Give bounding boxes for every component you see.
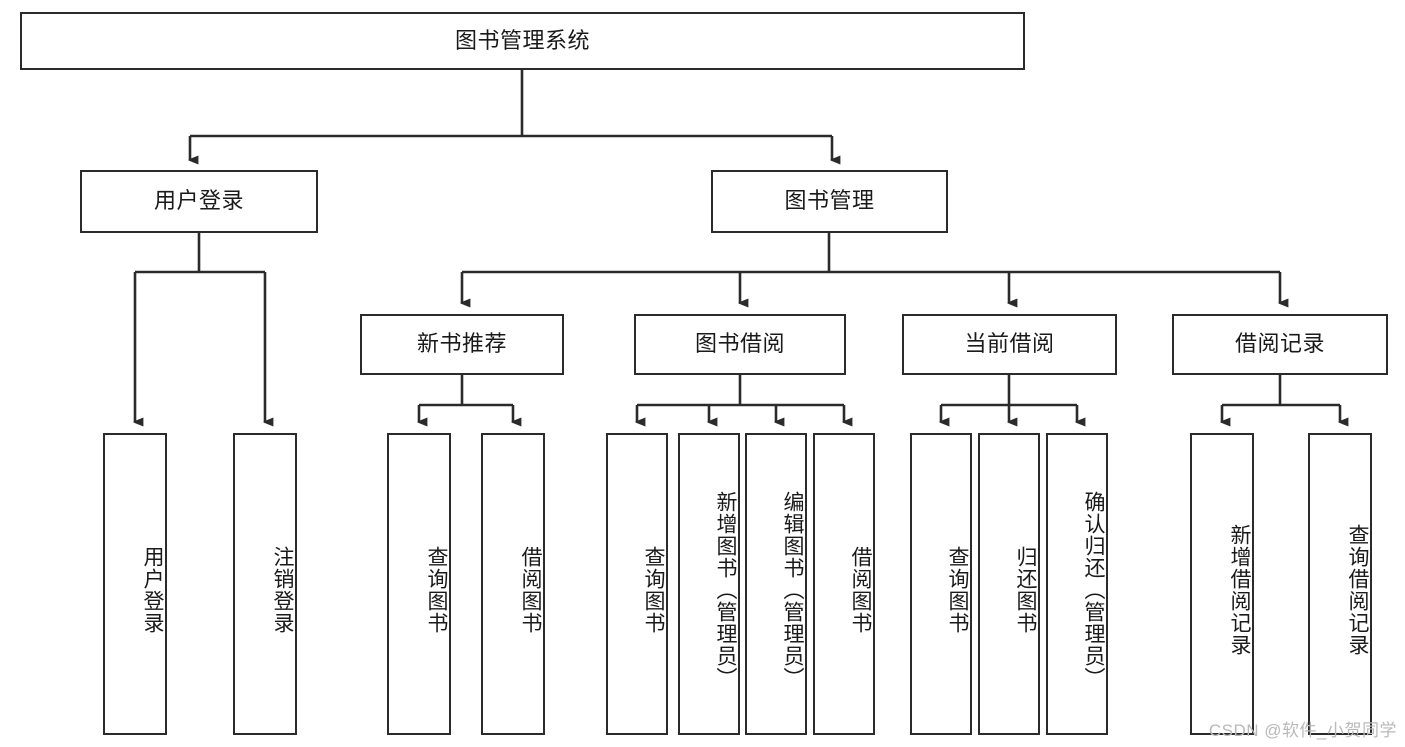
leaf-query-book-recommend[interactable]: 查询图书 [387,433,451,735]
leaf-user-login[interactable]: 用户登录 [103,433,167,735]
leaf-add-book-admin[interactable]: 新增图书（管理员） [678,433,740,735]
leaf-borrow-book[interactable]: 借阅图书 [813,433,875,735]
node-label: 图书借阅 [694,331,785,357]
node-label: 图书管理系统 [454,27,590,53]
node-label: 借阅记录 [1234,331,1325,357]
leaf-return-book[interactable]: 归还图书 [978,433,1040,735]
leaf-add-borrow-record[interactable]: 新增借阅记录 [1190,433,1254,735]
node-label: 借阅图书 [519,546,542,634]
node-label: 新增图书（管理员） [714,491,737,689]
leaf-query-book-current[interactable]: 查询图书 [910,433,972,735]
node-label: 注销登录 [271,546,294,634]
leaf-edit-book-admin[interactable]: 编辑图书（管理员） [745,433,807,735]
leaf-query-borrow-record[interactable]: 查询借阅记录 [1308,433,1372,735]
node-label: 用户登录 [153,188,244,214]
watermark: CSDN @软件_小贺同学 [1208,721,1397,740]
node-label: 查询借阅记录 [1346,524,1369,656]
leaf-confirm-return-admin[interactable]: 确认归还（管理员） [1046,433,1108,735]
node-new-book-recommend[interactable]: 新书推荐 [360,314,564,375]
leaf-logout-login[interactable]: 注销登录 [233,433,297,735]
node-root-book-management-system[interactable]: 图书管理系统 [20,12,1025,70]
leaf-query-book-borrow[interactable]: 查询图书 [606,433,668,735]
node-book-management[interactable]: 图书管理 [711,170,948,233]
node-label: 当前借阅 [964,331,1055,357]
node-label: 确认归还（管理员） [1082,491,1105,689]
node-label: 新增借阅记录 [1228,524,1251,656]
node-book-borrow[interactable]: 图书借阅 [634,314,846,375]
node-label: 查询图书 [642,546,665,634]
node-label: 借阅图书 [849,546,872,634]
node-label: 新书推荐 [416,331,507,357]
node-label: 图书管理 [784,188,875,214]
node-user-login[interactable]: 用户登录 [80,170,318,233]
node-current-borrow[interactable]: 当前借阅 [902,314,1117,375]
node-label: 查询图书 [946,546,969,634]
node-label: 归还图书 [1014,546,1037,634]
node-label: 用户登录 [141,546,164,634]
node-label: 查询图书 [425,546,448,634]
leaf-borrow-book-recommend[interactable]: 借阅图书 [481,433,545,735]
node-label: 编辑图书（管理员） [781,491,804,689]
node-borrow-record[interactable]: 借阅记录 [1172,314,1388,375]
